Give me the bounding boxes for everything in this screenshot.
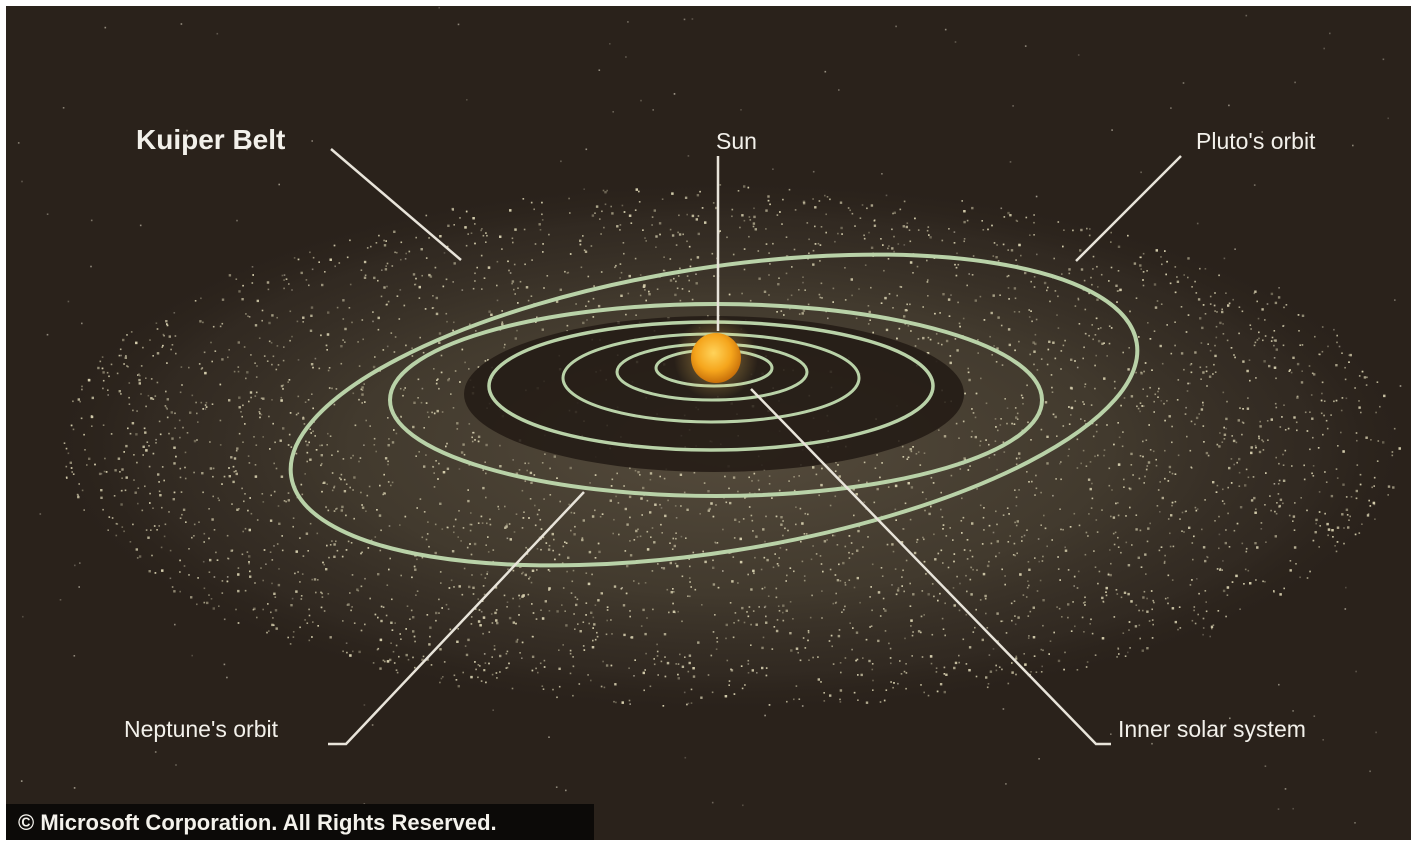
plutos-orbit-label: Pluto's orbit	[1196, 128, 1316, 154]
inner-solar-system-label: Inner solar system	[1118, 716, 1306, 742]
neptune-orbit	[388, 302, 1044, 498]
inner-solar-system-leader	[750, 388, 1111, 746]
pluto-orbit-leader	[1075, 155, 1182, 262]
sun	[691, 333, 741, 383]
kuiper-belt-diagram: Kuiper Belt Sun Pluto's orbit Neptune's …	[6, 6, 1411, 840]
neptunes-orbit-label: Neptune's orbit	[124, 716, 279, 742]
copyright-text: © Microsoft Corporation. All Rights Rese…	[18, 810, 497, 835]
kuiper-belt-leader	[330, 148, 462, 261]
neptune-orbit-leader	[328, 491, 585, 746]
pluto-orbit	[288, 252, 1140, 568]
sun-label: Sun	[716, 128, 757, 154]
leader-lines	[328, 148, 1182, 746]
kuiper-belt-label: Kuiper Belt	[136, 124, 285, 155]
copyright-bar	[6, 804, 594, 840]
